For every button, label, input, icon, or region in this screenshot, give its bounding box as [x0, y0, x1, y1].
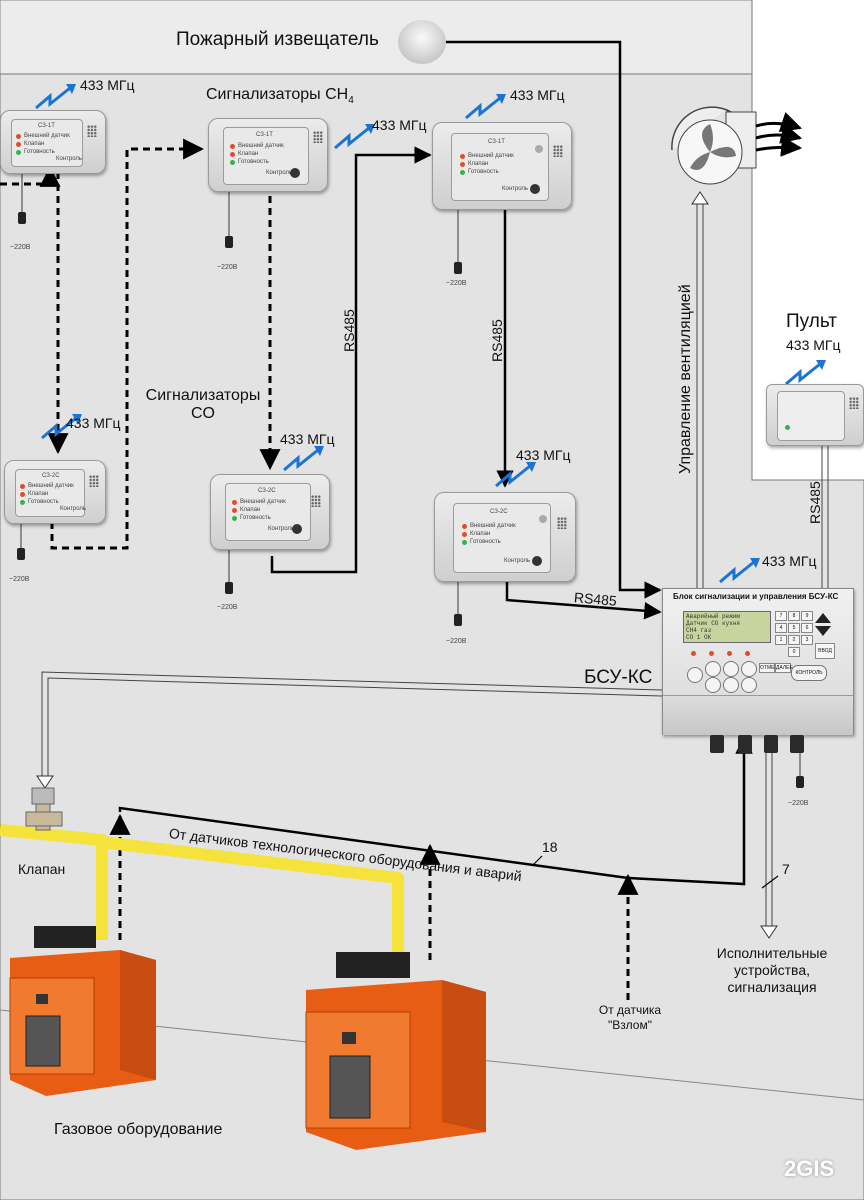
rs485-label: RS485: [573, 589, 618, 609]
ch4-detector: СЗ-1Т Внешний датчик Клапан Готовность К…: [208, 118, 328, 192]
key-1[interactable]: 1: [775, 635, 787, 645]
key-5[interactable]: 5: [788, 623, 800, 633]
pult-label: Пульт: [786, 311, 837, 332]
remote-console: [766, 384, 864, 446]
ventilation-fan-icon: [671, 106, 803, 185]
gas-boiler-icon: [305, 952, 486, 1150]
cable-gland: [710, 735, 724, 753]
key-3[interactable]: 3: [801, 635, 813, 645]
cable-gland: [738, 735, 752, 753]
freq-label: 433 МГц: [762, 553, 817, 569]
bsu-panel-title: Блок сигнализации и управления БСУ-КС: [673, 592, 839, 601]
bsu-housing-lower: [663, 695, 853, 735]
cable-gland: [764, 735, 778, 753]
voltage-label: ~220В: [217, 264, 238, 271]
voltage-label: ~220В: [446, 638, 467, 645]
watermark: 2GIS: [784, 1156, 835, 1181]
bsu-lcd: Аварийный режим Датчик СО кухня СН4 газ …: [683, 611, 771, 643]
freq-label: 433 МГц: [372, 117, 427, 133]
freq-label: 433 МГц: [66, 415, 121, 431]
gas-valve-icon: [25, 787, 63, 831]
arrow-down-icon[interactable]: [815, 626, 831, 636]
bsu-round-button[interactable]: [741, 661, 757, 677]
key-4[interactable]: 4: [775, 623, 787, 633]
voltage-label: ~220В: [9, 576, 30, 583]
co-detector: СЗ-2С Внешний датчик Клапан Готовность К…: [434, 492, 576, 582]
wire-count-7: 7: [782, 861, 790, 877]
key-6[interactable]: 6: [801, 623, 813, 633]
cancel-key[interactable]: ОТМЕНА: [759, 663, 782, 673]
ventilation-label: Управление вентиляцией: [677, 284, 694, 474]
freq-label: 433 МГц: [510, 87, 565, 103]
enter-key[interactable]: ВВОД: [815, 643, 835, 659]
arrow-up-icon[interactable]: [815, 613, 831, 623]
fire-detector-icon: [398, 20, 446, 64]
bsu-round-button[interactable]: [705, 661, 721, 677]
cable-gland: [790, 735, 804, 753]
wire-count-18: 18: [542, 839, 558, 855]
wireless-icons: [35, 86, 821, 584]
bsu-round-button[interactable]: [741, 677, 757, 693]
actuators-label: Исполнительные устройства, сигнализация: [716, 945, 828, 995]
key-9[interactable]: 9: [801, 611, 813, 621]
freq-label: 433 МГц: [280, 431, 335, 447]
key-7[interactable]: 7: [775, 611, 787, 621]
bsu-round-button[interactable]: [723, 661, 739, 677]
ch4-detector: СЗ-1Т Внешний датчик Клапан Готовность К…: [0, 110, 106, 174]
co-group-title: Сигнализаторы CO: [145, 387, 261, 422]
bsu-round-button[interactable]: [705, 677, 721, 693]
ch4-detector: СЗ-1Т Внешний датчик Клапан Готовность К…: [432, 122, 572, 210]
voltage-label: ~220В: [446, 280, 467, 287]
voltage-label: ~220В: [788, 800, 809, 807]
ch4-group-title: Сигнализаторы CH4: [206, 86, 354, 107]
gas-equipment-label: Газовое оборудование: [54, 1121, 223, 1138]
fire-detector-label: Пожарный извещатель: [176, 29, 379, 50]
rs485-label: RS485: [341, 309, 357, 352]
freq-label: 433 МГц: [786, 337, 841, 353]
bsu-ks-controller: Блок сигнализации и управления БСУ-КС Ав…: [662, 588, 854, 735]
gas-pipe: [0, 824, 404, 960]
co-detector: СЗ-2С Внешний датчик Клапан Готовность К…: [210, 474, 330, 550]
gas-boiler-icon: [9, 926, 156, 1096]
rs485-label: RS485: [489, 319, 505, 362]
co-detector: СЗ-2С Внешний датчик Клапан Готовность К…: [4, 460, 106, 524]
bsu-round-button[interactable]: [687, 667, 703, 683]
freq-label: 433 МГц: [80, 77, 135, 93]
intrusion-label: От датчика "Взлом": [598, 1003, 662, 1032]
voltage-label: ~220В: [10, 244, 31, 251]
key-8[interactable]: 8: [788, 611, 800, 621]
voltage-label: ~220В: [217, 604, 238, 611]
key-0[interactable]: 0: [788, 647, 800, 657]
rs485-label: RS485: [807, 481, 823, 524]
freq-label: 433 МГц: [516, 447, 571, 463]
next-key[interactable]: ДАЛЕЕ: [775, 663, 793, 673]
valve-label: Клапан: [18, 861, 66, 877]
bsu-round-button[interactable]: [723, 677, 739, 693]
key-2[interactable]: 2: [788, 635, 800, 645]
bsu-name: БСУ-КС: [584, 667, 653, 688]
control-button[interactable]: КОНТРОЛЬ: [791, 665, 827, 681]
